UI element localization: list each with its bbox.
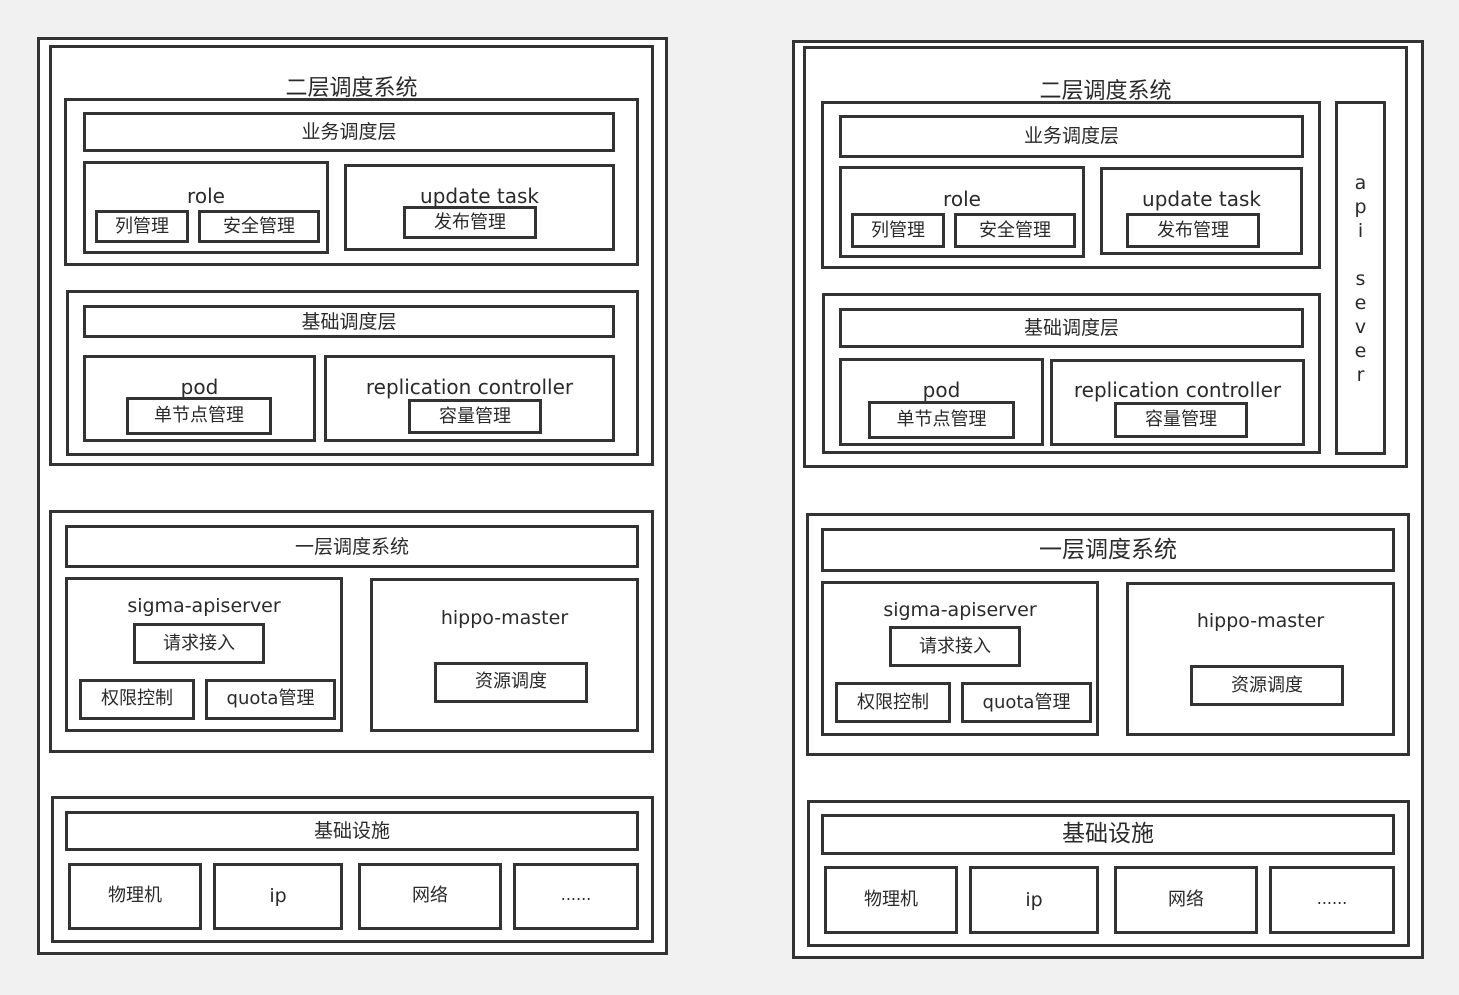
right-quota-mgmt-label: quota管理	[982, 692, 1071, 713]
api-server-char: p	[1354, 196, 1367, 218]
right-ip-label: ip	[1025, 889, 1043, 911]
left-ellipsis-box	[513, 863, 639, 930]
right-capacity-mgmt-label: 容量管理	[1145, 409, 1217, 430]
right-ellipsis-box	[1269, 866, 1395, 934]
right-resource-scheduling-label: 资源调度	[1231, 675, 1303, 696]
right-column-mgmt-box	[851, 213, 945, 248]
api-server-char: r	[1356, 364, 1365, 386]
right-single-node-mgmt-box	[868, 401, 1015, 439]
left-ip-box	[213, 863, 343, 930]
left-column-mgmt-box	[95, 210, 189, 243]
left-ip-label: ip	[269, 885, 287, 907]
right-business-layer-header	[839, 115, 1304, 158]
left-infrastructure-header	[65, 811, 639, 851]
right-api-server-box	[1335, 101, 1386, 455]
left-column-mgmt-label: 列管理	[115, 216, 169, 237]
api-server-char: s	[1355, 268, 1366, 290]
right-network-box	[1114, 866, 1258, 934]
api-server-char: e	[1354, 340, 1367, 362]
api-server-char: a	[1354, 172, 1367, 194]
api-server-char: e	[1354, 292, 1367, 314]
right-second-level-title: 二层调度系统	[1039, 79, 1172, 104]
api-server-char: v	[1354, 316, 1367, 338]
right-request-access-box	[889, 626, 1021, 667]
left-pod-label: pod	[180, 375, 219, 399]
right-release-mgmt-box	[1126, 213, 1260, 248]
left-request-access-box	[133, 623, 265, 664]
left-role-label: role	[187, 184, 225, 208]
api-server-char: ​	[1335, 243, 1386, 267]
left-business-layer-title-text: 业务调度层	[301, 121, 397, 143]
left-base-layer-header	[83, 305, 615, 338]
right-permission-control-label: 权限控制	[857, 692, 929, 713]
right-replication-controller-label: replication controller	[1073, 378, 1282, 402]
left-security-mgmt-label: 安全管理	[223, 216, 295, 237]
left-replication-controller-label: replication controller	[365, 375, 574, 399]
right-physical-machine-box	[824, 866, 958, 934]
left-capacity-mgmt-label: 容量管理	[439, 406, 511, 427]
right-base-layer-title: 基础调度层	[1023, 317, 1119, 339]
right-ellipsis-label: ......	[1316, 889, 1348, 908]
left-network-label: 网络	[412, 885, 448, 906]
left-release-mgmt-label: 发布管理	[434, 212, 506, 233]
left-physical-machine-label: 物理机	[108, 885, 162, 906]
right-request-access-label: 请求接入	[919, 636, 991, 657]
right-security-mgmt-label: 安全管理	[979, 220, 1051, 241]
right-resource-scheduling-box	[1190, 665, 1344, 706]
right-first-level-header	[821, 528, 1395, 572]
left-permission-control-box	[79, 679, 195, 720]
left-infrastructure-title: 基础设施	[313, 820, 390, 842]
right-release-mgmt-label: 发布管理	[1157, 220, 1229, 241]
right-hippo-master-label: hippo-master	[1196, 610, 1325, 632]
api-server-char: i	[1357, 220, 1364, 242]
left-update-task-label: update task	[420, 184, 539, 208]
left-security-mgmt-box	[198, 210, 320, 243]
right-infrastructure-title: 基础设施	[1062, 821, 1154, 847]
left-first-level-header	[65, 525, 639, 568]
left-request-access-label: 请求接入	[163, 633, 235, 654]
left-hippo-master-label: hippo-master	[440, 607, 569, 629]
left-quota-mgmt-box	[205, 679, 336, 720]
right-update-task-label: update task	[1142, 187, 1261, 211]
right-business-layer-title: 业务调度层	[1023, 125, 1119, 147]
right-column-mgmt-label: 列管理	[871, 220, 925, 241]
right-first-level-title: 一层调度系统	[1039, 537, 1177, 563]
left-business-layer-header	[83, 112, 615, 152]
right-hippo-master-box	[1126, 582, 1395, 736]
left-network-box	[358, 863, 502, 930]
right-sigma-apiserver-label: sigma-apiserver	[883, 599, 1037, 621]
left-single-node-mgmt-box	[126, 397, 272, 435]
right-pod-label: pod	[922, 378, 961, 402]
right-permission-control-box	[835, 682, 951, 723]
right-security-mgmt-box	[954, 213, 1076, 248]
left-resource-scheduling-label: 资源调度	[475, 671, 547, 692]
left-sigma-apiserver-label: sigma-apiserver	[127, 595, 281, 617]
right-role-label: role	[943, 187, 981, 211]
left-second-level-title: 二层调度系统	[285, 76, 418, 101]
right-single-node-mgmt-label: 单节点管理	[896, 409, 987, 430]
left-physical-machine-box	[68, 863, 202, 930]
left-resource-scheduling-box	[434, 662, 588, 703]
left-hippo-master-box	[370, 578, 639, 732]
right-quota-mgmt-box	[961, 682, 1092, 723]
left-release-mgmt-box	[403, 206, 537, 239]
left-permission-control-label: 权限控制	[101, 688, 173, 709]
left-quota-mgmt-label: quota管理	[226, 688, 315, 709]
right-capacity-mgmt-box	[1114, 402, 1248, 438]
left-first-level-title: 一层调度系统	[294, 536, 409, 558]
left-base-layer-title: 基础调度层	[301, 311, 397, 333]
right-physical-machine-label: 物理机	[864, 889, 918, 910]
left-capacity-mgmt-box	[408, 399, 542, 434]
right-base-layer-header	[839, 308, 1304, 348]
left-ellipsis-label: ......	[560, 885, 592, 904]
right-network-label: 网络	[1168, 889, 1204, 910]
right-infrastructure-header	[821, 814, 1395, 855]
left-single-node-mgmt-label: 单节点管理	[154, 405, 244, 426]
right-ip-box	[969, 866, 1099, 934]
